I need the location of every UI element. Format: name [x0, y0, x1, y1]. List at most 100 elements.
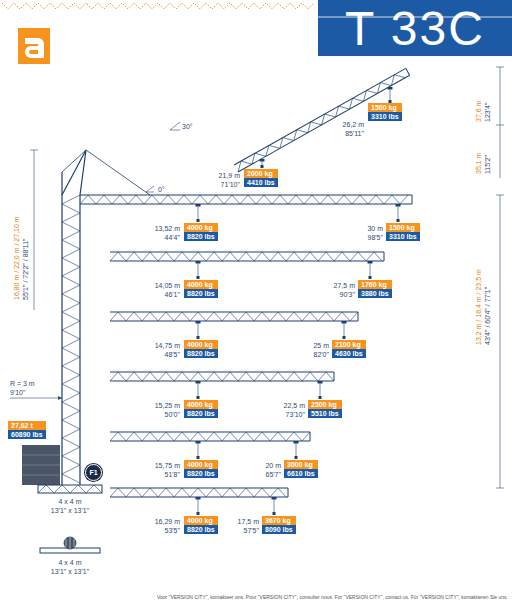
base-lattice	[38, 485, 102, 493]
dimension-label: 44'4"	[164, 233, 180, 242]
load-metric: 4000 kg	[184, 516, 218, 525]
base-frame	[38, 485, 102, 493]
hook-block	[343, 336, 346, 339]
jib-chord	[110, 372, 334, 373]
load-imperial: 8820 lbs	[184, 525, 218, 534]
angle-symbol	[170, 122, 180, 130]
dimension-label: 85'11"	[345, 129, 364, 138]
counterweight-line	[22, 475, 60, 476]
jib-chord	[80, 195, 412, 196]
dimension-label: 37,6 m	[474, 101, 483, 122]
jib-tip	[310, 432, 311, 441]
hoist-rope	[198, 384, 199, 397]
hoist-rope	[370, 264, 371, 277]
dimension-label: 115'2"	[483, 155, 492, 174]
height-dimension	[500, 67, 501, 178]
load-metric: 2000 kg	[244, 169, 278, 178]
tie-line	[62, 150, 86, 172]
trolley	[368, 261, 373, 264]
hoist-rope	[344, 324, 345, 337]
dimension-label: R = 3 m	[10, 379, 35, 388]
dimension-label: 98'5"	[367, 233, 383, 242]
jib-chord	[110, 252, 384, 253]
dimension-label: 0°	[158, 185, 165, 194]
load-label: 4000 kg8820 lbs	[184, 280, 218, 298]
logo-mark	[25, 38, 44, 58]
load-label: 4000 kg8820 lbs	[184, 223, 218, 241]
trolley	[318, 381, 323, 384]
load-imperial: 8090 lbs	[262, 525, 296, 534]
jib-lattice	[234, 71, 405, 172]
dimension-label: 65'7"	[265, 470, 281, 479]
load-metric: 4000 kg	[184, 340, 218, 349]
dimension-label: 14,75 m	[155, 341, 180, 350]
dimension-label: 123'4"	[483, 103, 492, 122]
hook-block	[197, 456, 200, 459]
hook-block	[397, 219, 400, 222]
load-metric: 1500 kg	[368, 103, 402, 112]
trolley	[196, 381, 201, 384]
trolley	[196, 204, 201, 207]
counterweight	[22, 445, 60, 485]
jib-chord	[80, 204, 412, 205]
jib-chord	[110, 441, 310, 442]
dimension-label: 9'10"	[10, 388, 26, 397]
load-imperial: 4410 lbs	[244, 178, 278, 187]
load-metric: 1500 kg	[386, 223, 420, 232]
load-label: 4000 kg8820 lbs	[184, 400, 218, 418]
tower-head	[62, 150, 86, 195]
hook-block	[261, 165, 264, 168]
dimension-tick	[496, 488, 504, 489]
load-imperial: 5510 lbs	[308, 409, 342, 418]
dimension-label: 26,2 m	[343, 120, 364, 129]
hoist-rope	[398, 207, 399, 220]
dimension-label: 20 m	[265, 461, 281, 470]
jib-tip	[358, 312, 359, 321]
jib-lattice	[110, 372, 334, 381]
trolley	[196, 261, 201, 264]
dimension-label: 15,25 m	[155, 401, 180, 410]
hoist-rope	[198, 500, 199, 513]
angle-symbol	[146, 186, 154, 192]
load-metric: 2500 kg	[308, 400, 342, 409]
load-metric: 4000 kg	[184, 280, 218, 289]
jib-chord	[110, 321, 358, 322]
jib-tip	[288, 488, 289, 497]
dimension-label: 13'1" x 13'1"	[51, 567, 89, 576]
mast-chord	[79, 195, 80, 485]
dimension-label: 73'10"	[286, 410, 305, 419]
trolley	[196, 321, 201, 324]
dimension-label: 30 m	[367, 224, 383, 233]
title-band	[318, 0, 512, 56]
load-label: 2100 kg4630 lbs	[332, 340, 366, 358]
load-label: 1760 kg3880 lbs	[358, 280, 392, 298]
base-plan-line	[74, 539, 75, 547]
load-metric: 3670 kg	[262, 516, 296, 525]
dimension-label: 30°	[182, 122, 193, 131]
dimension-label: 71'10"	[221, 180, 240, 189]
luffing-jib	[234, 68, 410, 172]
load-label: 1500 kg3310 lbs	[368, 103, 402, 121]
load-label: 3670 kg8090 lbs	[262, 516, 296, 534]
dimension-tick	[496, 67, 504, 68]
load-label: 4000 kg8820 lbs	[184, 460, 218, 478]
hoist-rope	[320, 384, 321, 397]
jib-lattice	[110, 488, 286, 497]
dimension-label: 46'1"	[164, 290, 180, 299]
load-imperial: 4630 lbs	[332, 349, 366, 358]
trolley	[196, 497, 201, 500]
counterweight-line	[22, 465, 60, 466]
badge-text: F1	[86, 465, 101, 480]
dimension-label: 35,1 m	[474, 153, 483, 174]
dimension-label: 4 x 4 m	[59, 558, 82, 567]
load-imperial: 8820 lbs	[184, 409, 218, 418]
dimension-label: 57'5"	[243, 526, 259, 535]
jib-tip	[384, 252, 385, 261]
dimension-label: 53'5"	[164, 526, 180, 535]
height-dimension	[34, 150, 35, 310]
base-plan-line	[66, 539, 67, 547]
trolley	[396, 204, 401, 207]
load-label: 2000 kg4410 lbs	[244, 169, 278, 187]
hoist-rope	[198, 444, 199, 457]
load-imperial: 8820 lbs	[184, 469, 218, 478]
